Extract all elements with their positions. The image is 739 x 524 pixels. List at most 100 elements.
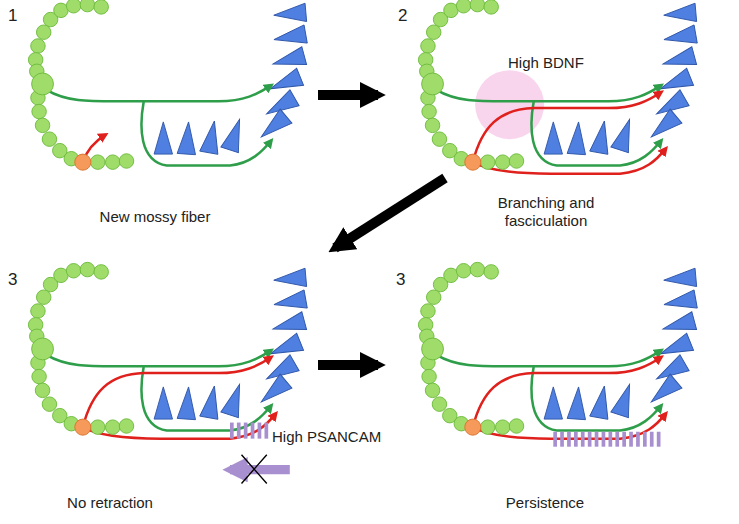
granule-cell [425,118,439,132]
panel-number: 3 [8,270,17,290]
mossy-fiber [531,101,661,165]
mossy-fiber [473,148,666,173]
granule-cell [31,39,45,53]
psa-ncam-mark [643,432,647,447]
psa-ncam-mark [622,432,626,447]
psa-ncam-mark [650,432,654,447]
pyramidal-cell [657,333,694,362]
granule-cell [36,290,50,304]
granule-cell [36,25,50,39]
granule-cell [495,155,509,169]
pyramidal-cell [590,384,614,419]
factor-label: High PSANCAM [272,428,381,446]
cross-mark [242,455,267,484]
mossy-fiber [436,350,661,366]
pyramidal-cell [567,386,588,419]
psa-ncam-mark [595,432,599,447]
mossy-fiber [436,85,661,101]
new-granule-cell [465,419,481,435]
panel-number: 2 [398,6,407,26]
pyramidal-cell [661,47,697,73]
pyramidal-cell [611,116,638,152]
pyramidal-cell [255,374,291,409]
granule-cell [432,397,446,411]
psa-ncam-mark [602,432,606,447]
psa-ncam-mark [629,432,633,447]
pyramidal-cell [272,25,307,49]
mossy-fiber [531,366,661,430]
psa-ncam-mark [581,432,585,447]
hippocampus-panel [418,0,697,174]
granule-cell [509,419,523,433]
pyramidal-cell [662,25,697,49]
granule-cell [80,0,94,12]
psa-ncam-mark [560,432,564,447]
psa-ncam-mark [244,423,248,439]
granule-cell [495,420,509,434]
pyramidal-cell [273,3,307,24]
pyramidal-cell [221,116,248,152]
new-granule-cell [75,419,91,435]
pyramidal-cell [200,119,224,154]
granule-cell [91,155,105,169]
pyramidal-cell [645,374,681,409]
mossy-fiber [46,350,271,366]
step-arrow [318,90,378,100]
mossy-fiber [83,357,272,427]
granule-cell [422,104,436,118]
factor-label: High BDNF [508,54,584,72]
pyramidal-cell [273,268,307,289]
step-arrow [335,178,445,248]
granule-cell [32,73,54,95]
pyramidal-cell [255,109,291,144]
granule-cell [422,338,444,360]
granule-cell [119,419,133,433]
granule-cell [422,73,444,95]
pyramidal-cell [272,290,307,314]
psa-ncam-mark [574,432,578,447]
psa-ncam-mark [636,432,640,447]
granule-cell [66,264,80,278]
granule-cell [481,420,495,434]
granule-cell [32,338,54,360]
granule-cell [456,264,470,278]
granule-cell [426,290,440,304]
psa-ncam-mark [251,423,255,439]
granule-cell [105,155,119,169]
granule-cell [509,154,523,168]
mossy-fiber [473,357,662,427]
pyramidal-cell [611,381,638,417]
step-arrow [318,360,378,370]
mossy-fiber [83,413,276,438]
psa-ncam-mark [609,432,613,447]
pyramidal-cell [663,3,697,24]
pyramidal-cell [657,68,694,97]
granule-cell [35,383,49,397]
retraction-arrow [230,465,290,474]
psa-ncam-mark [615,432,619,447]
psa-ncam-mark [258,423,262,439]
pyramidal-cell [662,290,697,314]
step-arrows [318,95,445,365]
panel-number: 3 [396,270,405,290]
hippocampus-panel [28,0,307,170]
pyramidal-cell [567,121,588,154]
pyramidal-cell [267,333,304,362]
caption: Branching and fasciculation [476,194,616,230]
pyramidal-cell [177,386,198,419]
granule-cell [470,0,484,12]
caption: No retraction [20,494,200,512]
psa-ncam-mark [553,432,557,447]
pyramidal-cell [200,384,224,419]
granule-cell [42,132,56,146]
hippocampus-panel [418,262,697,446]
granule-cell [35,118,49,132]
granule-cell [421,39,435,53]
pyramidal-cell [221,381,248,417]
new-granule-cell [465,154,481,170]
mossy-fiber [141,101,271,165]
new-granule-cell [75,154,91,170]
